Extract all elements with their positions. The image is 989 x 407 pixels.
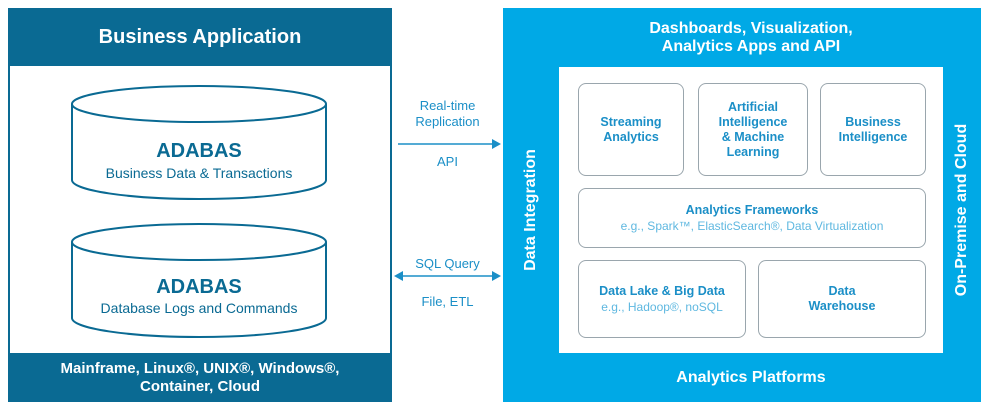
database-cylinder-icon bbox=[71, 223, 327, 338]
platforms-footer: Mainframe, Linux®, UNIX®, Windows®, Cont… bbox=[8, 353, 392, 402]
ai-ml-box: Artificial Intelligence & Machine Learni… bbox=[698, 83, 808, 176]
dashboards-header-line-1: Dashboards, Visualization, bbox=[649, 19, 853, 37]
platforms-line-1: Mainframe, Linux®, UNIX®, Windows®, bbox=[60, 359, 340, 377]
dashboards-header: Dashboards, Visualization, Analytics App… bbox=[559, 8, 943, 67]
data-lake-box: Data Lake & Big Data e.g., Hadoop®, noSQ… bbox=[578, 260, 746, 338]
replication-label: Real-time Replication bbox=[392, 98, 503, 130]
warehouse-line-2: Warehouse bbox=[808, 299, 876, 313]
ai-line-2: Intelligence bbox=[718, 114, 788, 129]
business-application-title: Business Application bbox=[98, 25, 302, 48]
business-application-header: Business Application bbox=[8, 8, 392, 66]
data-warehouse-box: Data Warehouse bbox=[758, 260, 926, 338]
ai-line-3: & Machine bbox=[721, 129, 785, 144]
replication-label-line-1: Real-time bbox=[419, 98, 476, 113]
warehouse-line-1: Data bbox=[828, 284, 856, 298]
analytics-platforms-footer: Analytics Platforms bbox=[559, 353, 943, 402]
left-arrowhead-icon bbox=[394, 271, 403, 281]
database-subtitle: Business Data & Transactions bbox=[105, 165, 293, 181]
data-lake-title: Data Lake & Big Data bbox=[599, 283, 725, 298]
frameworks-title: Analytics Frameworks bbox=[685, 202, 819, 217]
on-premise-cloud-band: On-Premise and Cloud bbox=[943, 67, 981, 353]
streaming-line-1: Streaming bbox=[600, 114, 662, 129]
data-lake-subtitle: e.g., Hadoop®, noSQL bbox=[601, 299, 723, 314]
data-integration-band: Data Integration bbox=[503, 67, 559, 353]
file-etl-label: File, ETL bbox=[421, 294, 474, 309]
analytics-platforms-label: Analytics Platforms bbox=[676, 368, 826, 386]
data-integration-label: Data Integration bbox=[522, 149, 540, 271]
right-arrowhead-icon bbox=[492, 139, 501, 149]
dashboards-header-line-2: Analytics Apps and API bbox=[661, 37, 841, 55]
api-label: API bbox=[437, 154, 458, 169]
bi-line-2: Intelligence bbox=[838, 129, 908, 144]
on-premise-cloud-label: On-Premise and Cloud bbox=[953, 123, 970, 297]
streaming-analytics-box: Streaming Analytics bbox=[578, 83, 684, 176]
replication-label-line-2: Replication bbox=[415, 114, 480, 129]
sql-query-label: SQL Query bbox=[415, 256, 480, 271]
ai-line-4: Learning bbox=[726, 144, 780, 159]
database-cylinder-icon bbox=[71, 85, 327, 200]
streaming-line-2: Analytics bbox=[603, 129, 659, 144]
database-subtitle: Database Logs and Commands bbox=[100, 300, 298, 316]
platforms-line-2: Container, Cloud bbox=[140, 377, 260, 395]
business-application-panel bbox=[8, 8, 392, 402]
database-title: ADABAS bbox=[156, 140, 242, 162]
right-arrowhead-icon bbox=[492, 271, 501, 281]
ai-line-1: Artificial bbox=[727, 99, 778, 114]
analytics-frameworks-box: Analytics Frameworks e.g., Spark™, Elast… bbox=[578, 188, 926, 248]
bi-line-1: Business bbox=[845, 114, 901, 129]
frameworks-subtitle: e.g., Spark™, ElasticSearch®, Data Virtu… bbox=[620, 218, 884, 233]
connection-arrows bbox=[394, 139, 501, 281]
business-intelligence-box: Business Intelligence bbox=[820, 83, 926, 176]
database-title: ADABAS bbox=[156, 276, 242, 298]
